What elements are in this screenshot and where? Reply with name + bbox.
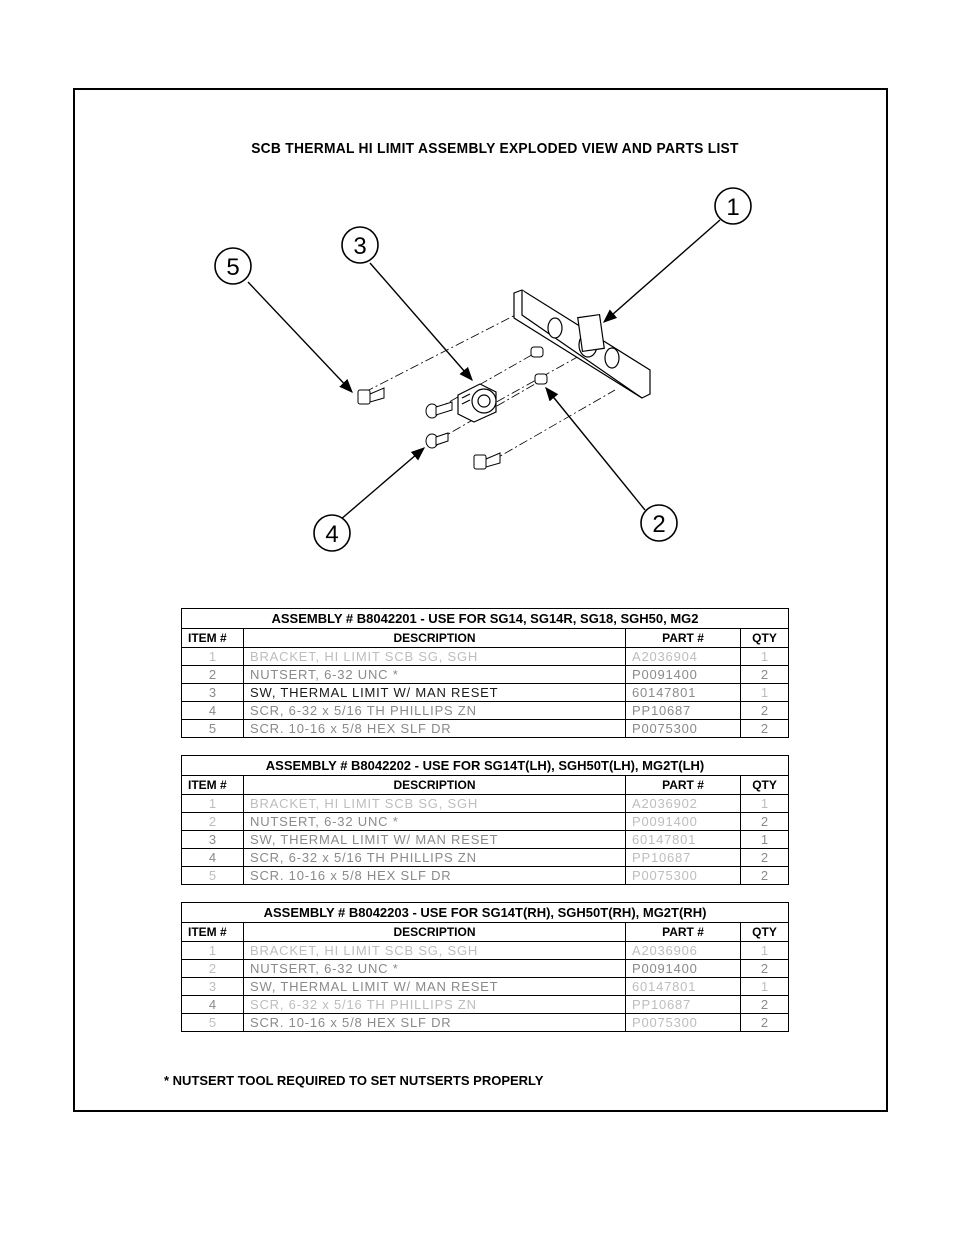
header-part: PART # [625,775,741,795]
screw-parts [357,387,501,470]
table-row: 1 BRACKET, HI LIMIT SCB SG, SGH A2036904… [181,647,790,666]
table-row: 5 SCR. 10-16 x 5/8 HEX SLF DR P0075300 2 [181,1013,790,1032]
nutsert-parts [530,346,548,385]
callout-1: 1 [714,187,752,225]
svg-text:2: 2 [652,511,665,538]
table-row: 4 SCR, 6-32 x 5/16 TH PHILLIPS ZN PP1068… [181,848,790,867]
table-row: 2 NUTSERT, 6-32 UNC * P0091400 2 [181,959,790,978]
assembly-caption: ASSEMBLY # B8042201 - USE FOR SG14, SG14… [180,608,790,629]
header-part: PART # [625,628,741,648]
callout-5: 5 [214,247,252,285]
header-item: ITEM # [181,628,244,648]
header-item: ITEM # [181,922,244,942]
svg-text:1: 1 [726,194,739,221]
table-row: 2 NUTSERT, 6-32 UNC * P0091400 2 [181,665,790,684]
table-row: 2 NUTSERT, 6-32 UNC * P0091400 2 [181,812,790,831]
page-title: SCB THERMAL HI LIMIT ASSEMBLY EXPLODED V… [251,140,739,157]
callout-2: 2 [640,504,678,542]
header-qty: QTY [739,922,790,942]
table-row: 4 SCR, 6-32 x 5/16 TH PHILLIPS ZN PP1068… [181,701,790,720]
table-row: 1 BRACKET, HI LIMIT SCB SG, SGH A2036902… [181,794,790,813]
header-qty: QTY [739,775,790,795]
svg-text:5: 5 [226,254,239,281]
exploded-view-drawing: 1 2 3 4 5 [214,187,752,552]
assembly-caption: ASSEMBLY # B8042203 - USE FOR SG14T(RH),… [180,902,790,923]
table-row: 4 SCR, 6-32 x 5/16 TH PHILLIPS ZN PP1068… [181,995,790,1014]
header-description: DESCRIPTION [243,922,626,942]
svg-text:3: 3 [353,233,366,260]
table-row: 3 SW, THERMAL LIMIT W/ MAN RESET 6014780… [181,830,790,849]
header-description: DESCRIPTION [243,628,626,648]
table-row: 3 SW, THERMAL LIMIT W/ MAN RESET 6014780… [181,977,790,996]
table-row: 5 SCR. 10-16 x 5/8 HEX SLF DR P0075300 2 [181,866,790,885]
alignment-lines [364,309,616,463]
parts-table-b8042202: ASSEMBLY # B8042202 - USE FOR SG14T(LH),… [180,755,790,885]
header-qty: QTY [739,628,790,648]
footnote: * NUTSERT TOOL REQUIRED TO SET NUTSERTS … [164,1073,544,1088]
thermal-switch-part [457,383,497,423]
callout-4: 4 [313,514,351,552]
callout-3: 3 [341,226,379,264]
table-row: 3 SW, THERMAL LIMIT W/ MAN RESET 6014780… [181,683,790,702]
bracket-part [513,289,651,399]
table-row: 1 BRACKET, HI LIMIT SCB SG, SGH A2036906… [181,941,790,960]
parts-table-b8042203: ASSEMBLY # B8042203 - USE FOR SG14T(RH),… [180,902,790,1032]
drawing-border [73,88,888,1112]
header-description: DESCRIPTION [243,775,626,795]
parts-table-b8042201: ASSEMBLY # B8042201 - USE FOR SG14, SG14… [180,608,790,738]
header-item: ITEM # [181,775,244,795]
svg-text:4: 4 [325,521,338,548]
header-part: PART # [625,922,741,942]
table-row: 5 SCR. 10-16 x 5/8 HEX SLF DR P0075300 2 [181,719,790,738]
assembly-caption: ASSEMBLY # B8042202 - USE FOR SG14T(LH),… [180,755,790,776]
leader-lines [247,219,721,521]
